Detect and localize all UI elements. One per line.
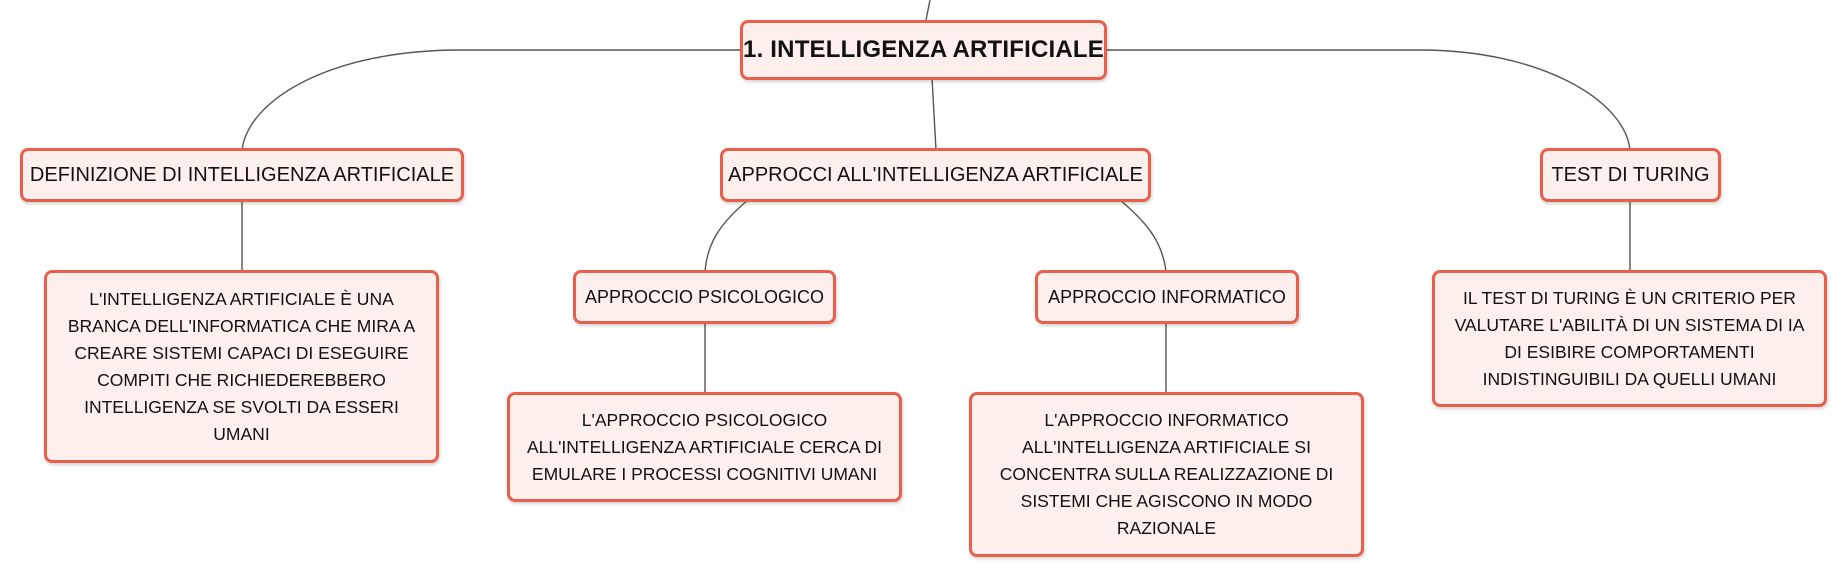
connector-parent-root	[925, 0, 931, 21]
root-topic[interactable]: 1. INTELLIGENZA ARTIFICIALE	[740, 20, 1107, 80]
connector-root-definizione	[241, 49, 742, 151]
topic-turing-label: TEST DI TURING	[1551, 163, 1710, 186]
connector-root-turing	[1105, 49, 1631, 151]
subtopic-informatico-label: APPROCCIO INFORMATICO	[1048, 286, 1286, 307]
subtopic-psicologico[interactable]: APPROCCIO PSICOLOGICO	[573, 270, 836, 324]
psicologico-description[interactable]: L'APPROCCIO PSICOLOGICO ALL'INTELLIGENZA…	[507, 392, 902, 502]
informatico-description[interactable]: L'APPROCCIO INFORMATICO ALL'INTELLIGENZA…	[969, 392, 1364, 557]
subtopic-psicologico-label: APPROCCIO PSICOLOGICO	[584, 286, 825, 307]
connector-approcci-informatico	[1119, 199, 1167, 273]
topic-definizione[interactable]: DEFINIZIONE DI INTELLIGENZA ARTIFICIALE	[20, 148, 464, 202]
topic-approcci-label: APPROCCI ALL'INTELLIGENZA ARTIFICIALE	[728, 163, 1143, 186]
definizione-description-text: L'INTELLIGENZA ARTIFICIALE È UNA BRANCA …	[67, 288, 416, 444]
informatico-description-text: L'APPROCCIO INFORMATICO ALL'INTELLIGENZA…	[999, 410, 1334, 538]
turing-description[interactable]: IL TEST DI TURING È UN CRITERIO PER VALU…	[1432, 270, 1827, 407]
root-topic-label: 1. INTELLIGENZA ARTIFICIALE	[743, 36, 1104, 63]
psicologico-description-text: L'APPROCCIO PSICOLOGICO ALL'INTELLIGENZA…	[526, 409, 883, 484]
subtopic-informatico[interactable]: APPROCCIO INFORMATICO	[1035, 270, 1299, 324]
turing-description-text: IL TEST DI TURING È UN CRITERIO PER VALU…	[1454, 287, 1805, 389]
topic-turing[interactable]: TEST DI TURING	[1540, 148, 1721, 202]
connector-root-approcci	[931, 77, 937, 151]
topic-definizione-label: DEFINIZIONE DI INTELLIGENZA ARTIFICIALE	[29, 163, 455, 186]
topic-approcci[interactable]: APPROCCI ALL'INTELLIGENZA ARTIFICIALE	[720, 148, 1151, 202]
connector-approcci-psicologico	[704, 199, 749, 273]
definizione-description[interactable]: L'INTELLIGENZA ARTIFICIALE È UNA BRANCA …	[44, 270, 439, 463]
